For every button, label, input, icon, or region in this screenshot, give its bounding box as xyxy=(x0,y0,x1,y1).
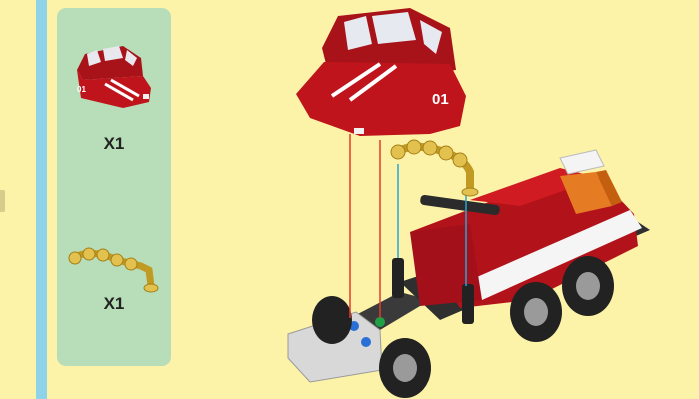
ladder-part-image xyxy=(67,236,159,296)
cab-number-label: 01 xyxy=(432,91,449,108)
page-margin-strip xyxy=(36,0,47,399)
ladder-assembly-piece xyxy=(391,140,478,196)
ladder-quantity-label: X1 xyxy=(57,294,171,314)
cab-quantity-label: X1 xyxy=(57,134,171,154)
cab-part-image: 01 xyxy=(63,36,163,116)
cab-part-number-label: 01 xyxy=(77,85,86,94)
cab-assembly-piece: 01 xyxy=(296,8,466,136)
parts-needed-panel: 01 X1 X1 xyxy=(57,8,171,366)
assembly-step-illustration: 01 xyxy=(260,0,680,399)
previous-page-edge xyxy=(0,190,5,212)
